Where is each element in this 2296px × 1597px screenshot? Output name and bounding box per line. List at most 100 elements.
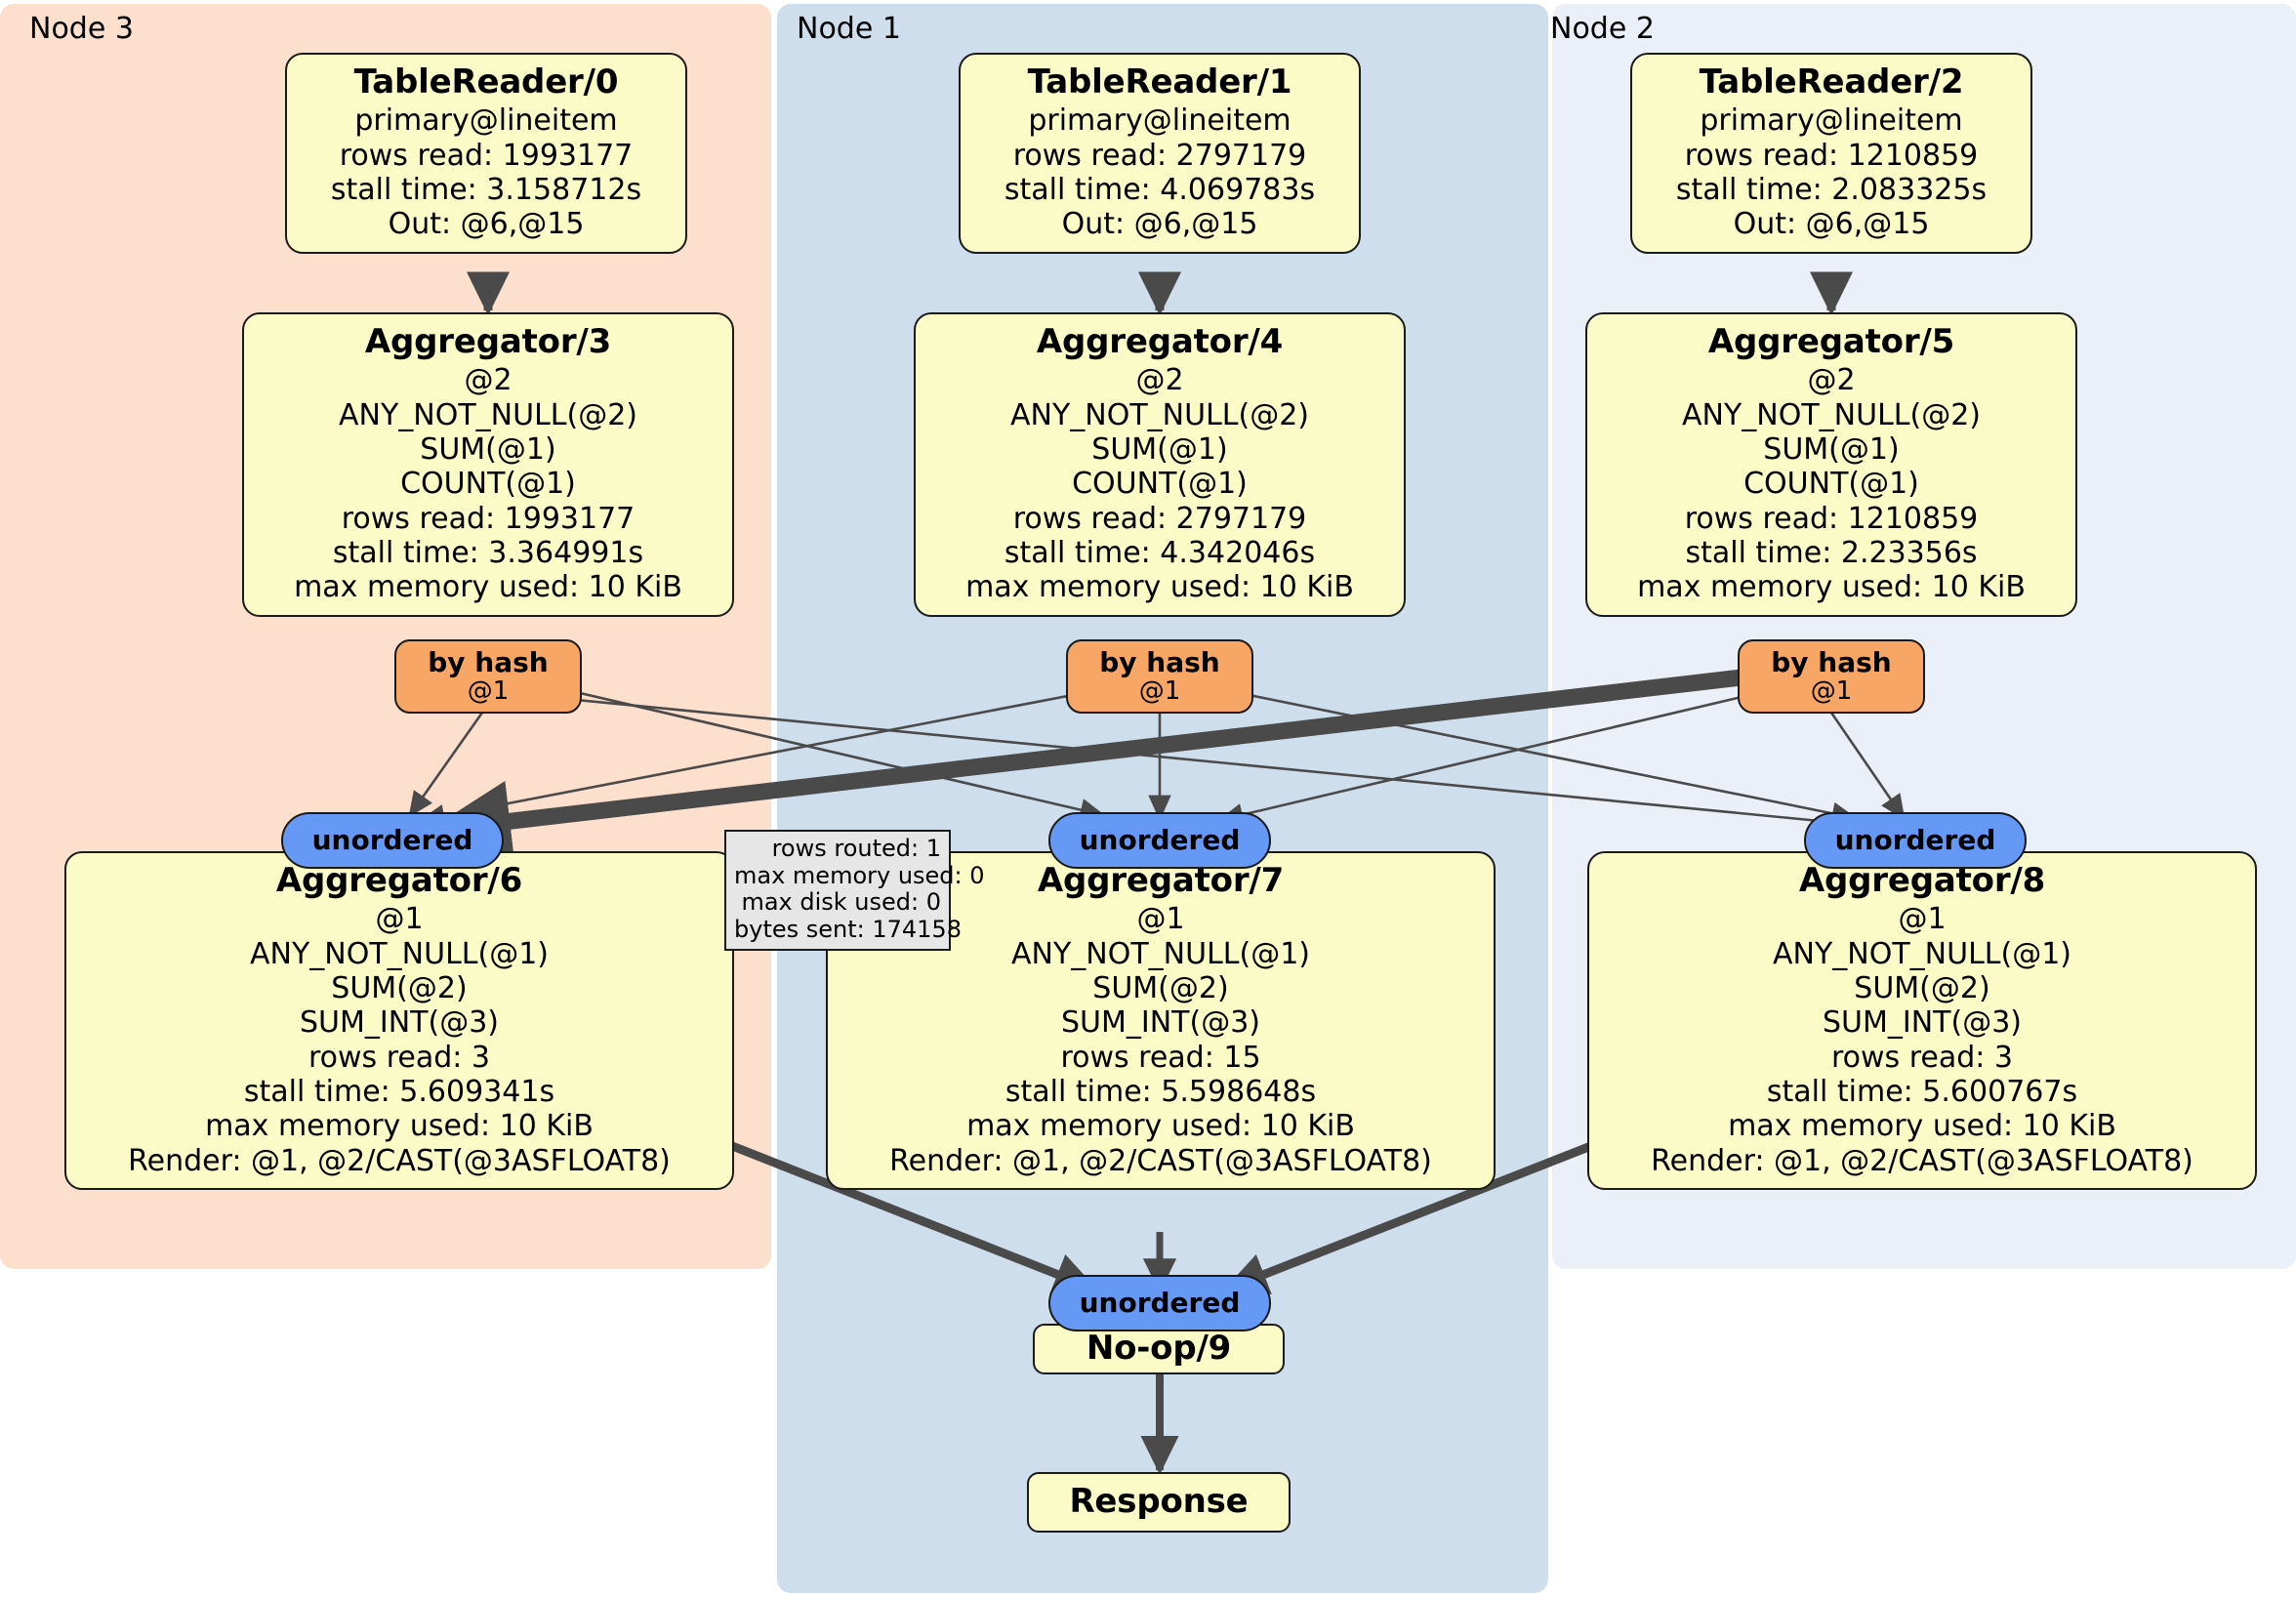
router-title: by hash — [1099, 645, 1220, 678]
node-line: rows read: 1210859 — [1684, 138, 1979, 173]
node-line: stall time: 5.609341s — [243, 1075, 555, 1110]
node-line: rows read: 2797179 — [1012, 138, 1307, 173]
router-unordered-right[interactable]: unordered — [1804, 812, 2027, 869]
node-line: SUM(@2) — [1854, 970, 1990, 1005]
node-aggregator-5[interactable]: Aggregator/5 @2 ANY_NOT_NULL(@2) SUM(@1)… — [1585, 312, 2077, 617]
node-line: stall time: 4.069783s — [1004, 172, 1316, 207]
node-title: Aggregator/4 — [1036, 322, 1284, 361]
node-line: max memory used: 10 KiB — [205, 1109, 594, 1144]
node-line: SUM(@2) — [1092, 970, 1229, 1005]
node-aggregator-3[interactable]: Aggregator/3 @2 ANY_NOT_NULL(@2) SUM(@1)… — [242, 312, 734, 617]
node-line: stall time: 5.598648s — [1004, 1075, 1317, 1110]
cluster-label-node3: Node 3 — [29, 12, 134, 46]
node-line: SUM_INT(@3) — [1823, 1005, 2022, 1041]
router-title: by hash — [428, 645, 549, 678]
node-title: No-op/9 — [1086, 1328, 1232, 1368]
node-line: ANY_NOT_NULL(@1) — [250, 936, 549, 971]
router-subtitle: @1 — [467, 676, 510, 707]
router-title: unordered — [1079, 824, 1241, 857]
router-title: unordered — [1079, 1287, 1241, 1320]
node-line: primary@lineitem — [354, 103, 618, 139]
node-tablereader-0[interactable]: TableReader/0 primary@lineitem rows read… — [285, 53, 687, 254]
node-line: @1 — [1136, 902, 1185, 937]
router-subtitle: @1 — [1810, 676, 1853, 707]
node-line: rows read: 15 — [1060, 1040, 1261, 1075]
node-line: max memory used: 10 KiB — [965, 570, 1354, 605]
node-line: rows read: 2797179 — [1012, 501, 1307, 536]
node-line: stall time: 3.158712s — [330, 172, 642, 207]
node-line: Out: @6,@15 — [1061, 207, 1258, 242]
node-line: stall time: 2.083325s — [1675, 172, 1988, 207]
node-line: SUM(@2) — [331, 970, 468, 1005]
node-line: stall time: 2.23356s — [1685, 536, 1978, 571]
node-line: @1 — [1898, 902, 1947, 937]
router-title: unordered — [1834, 824, 1996, 857]
node-aggregator-6[interactable]: Aggregator/6 @1 ANY_NOT_NULL(@1) SUM(@2)… — [64, 851, 734, 1191]
node-line: rows read: 3 — [308, 1040, 491, 1075]
node-title: TableReader/2 — [1699, 62, 1964, 102]
node-aggregator-8[interactable]: Aggregator/8 @1 ANY_NOT_NULL(@1) SUM(@2)… — [1587, 851, 2257, 1191]
node-line: COUNT(@1) — [1743, 467, 1919, 502]
node-title: Aggregator/3 — [364, 322, 612, 361]
tooltip-line: max memory used: 0 — [734, 861, 985, 889]
node-line: ANY_NOT_NULL(@2) — [339, 397, 637, 432]
node-line: ANY_NOT_NULL(@1) — [1011, 936, 1310, 971]
node-line: rows read: 1210859 — [1684, 501, 1979, 536]
node-line: @2 — [1135, 363, 1184, 398]
node-line: rows read: 1993177 — [341, 501, 636, 536]
router-by-hash-mid[interactable]: by hash @1 — [1066, 639, 1253, 714]
node-line: primary@lineitem — [1028, 103, 1292, 139]
node-line: max memory used: 10 KiB — [1637, 570, 2026, 605]
node-line: primary@lineitem — [1700, 103, 1963, 139]
router-unordered-mid[interactable]: unordered — [1048, 812, 1271, 869]
node-line: Out: @6,@15 — [1733, 207, 1930, 242]
node-line: SUM(@1) — [1091, 431, 1228, 467]
node-line: max memory used: 10 KiB — [294, 570, 682, 605]
node-line: stall time: 4.342046s — [1004, 536, 1316, 571]
node-noop-9[interactable]: No-op/9 — [1033, 1324, 1285, 1374]
node-line: @2 — [464, 363, 512, 398]
router-unordered-left[interactable]: unordered — [281, 812, 504, 869]
node-line: max memory used: 10 KiB — [966, 1109, 1355, 1144]
node-line: stall time: 5.600767s — [1766, 1075, 2078, 1110]
node-aggregator-4[interactable]: Aggregator/4 @2 ANY_NOT_NULL(@2) SUM(@1)… — [914, 312, 1406, 617]
node-line: stall time: 3.364991s — [332, 536, 644, 571]
node-line: COUNT(@1) — [1072, 467, 1248, 502]
node-line: rows read: 3 — [1830, 1040, 2014, 1075]
node-response[interactable]: Response — [1027, 1472, 1291, 1533]
node-line: rows read: 1993177 — [339, 138, 634, 173]
tooltip-line: max disk used: 0 — [741, 888, 941, 917]
node-line: SUM_INT(@3) — [300, 1005, 499, 1041]
router-by-hash-right[interactable]: by hash @1 — [1738, 639, 1925, 714]
node-line: Render: @1, @2/CAST(@3ASFLOAT8) — [889, 1143, 1432, 1178]
node-line: Render: @1, @2/CAST(@3ASFLOAT8) — [128, 1143, 671, 1178]
node-line: @2 — [1807, 363, 1856, 398]
node-line: COUNT(@1) — [400, 467, 576, 502]
node-line: Out: @6,@15 — [388, 207, 585, 242]
node-line: ANY_NOT_NULL(@1) — [1773, 936, 2071, 971]
router-stats-tooltip: rows routed: 1 max memory used: 0 max di… — [724, 830, 985, 952]
tooltip-line: rows routed: 1 — [771, 835, 941, 862]
node-line: SUM(@1) — [1763, 431, 1900, 467]
node-title: Aggregator/5 — [1707, 322, 1955, 361]
router-title: by hash — [1771, 645, 1892, 678]
router-unordered-final[interactable]: unordered — [1048, 1275, 1271, 1331]
cluster-label-node1: Node 1 — [797, 12, 901, 46]
node-line: @1 — [375, 902, 424, 937]
node-line: ANY_NOT_NULL(@2) — [1010, 397, 1309, 432]
node-line: ANY_NOT_NULL(@2) — [1682, 397, 1981, 432]
router-subtitle: @1 — [1138, 676, 1181, 707]
tooltip-line: bytes sent: 174158 — [734, 915, 962, 943]
node-title: TableReader/0 — [353, 62, 619, 102]
node-line: Render: @1, @2/CAST(@3ASFLOAT8) — [1651, 1143, 2194, 1178]
router-by-hash-left[interactable]: by hash @1 — [394, 639, 582, 714]
node-title: TableReader/1 — [1027, 62, 1292, 102]
node-line: max memory used: 10 KiB — [1728, 1109, 2116, 1144]
node-tablereader-1[interactable]: TableReader/1 primary@lineitem rows read… — [959, 53, 1361, 254]
router-title: unordered — [311, 824, 473, 857]
cluster-label-node2: Node 2 — [1550, 12, 1655, 46]
node-line: SUM_INT(@3) — [1061, 1005, 1260, 1041]
node-title: Response — [1069, 1481, 1249, 1521]
node-tablereader-2[interactable]: TableReader/2 primary@lineitem rows read… — [1630, 53, 2032, 254]
